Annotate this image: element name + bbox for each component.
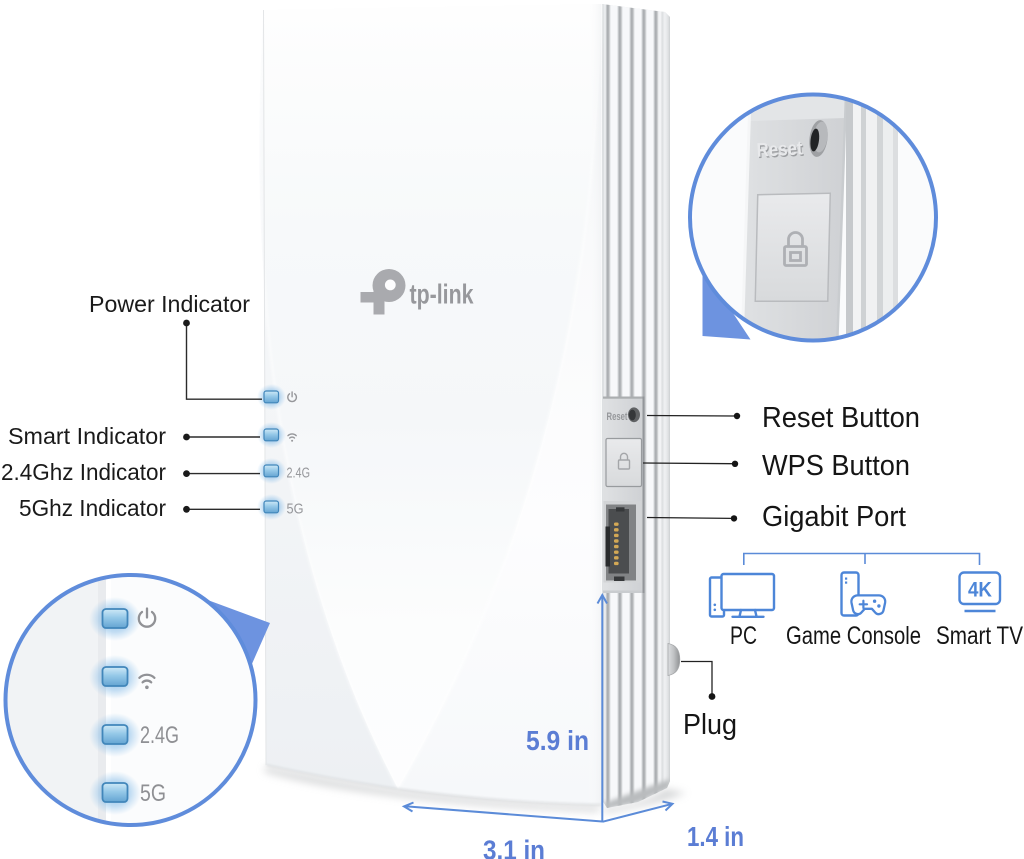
svg-text:Reset: Reset — [757, 139, 805, 163]
svg-text:2.4G: 2.4G — [287, 466, 311, 482]
svg-text:2.4Ghz Indicator: 2.4Ghz Indicator — [1, 459, 166, 485]
svg-text:tp-link: tp-link — [410, 279, 474, 310]
svg-text:1.4 in: 1.4 in — [687, 821, 744, 852]
svg-text:5G: 5G — [140, 780, 166, 807]
svg-text:5G: 5G — [287, 502, 304, 518]
svg-text:WPS Button: WPS Button — [762, 450, 910, 482]
svg-text:Smart Indicator: Smart Indicator — [8, 423, 166, 449]
svg-text:5Ghz Indicator: 5Ghz Indicator — [19, 495, 166, 521]
svg-text:3.1 in: 3.1 in — [483, 835, 545, 859]
svg-text:Smart TV: Smart TV — [936, 622, 1023, 650]
svg-text:Reset: Reset — [756, 137, 804, 161]
svg-text:Reset Button: Reset Button — [762, 402, 920, 434]
svg-text:Game Console: Game Console — [786, 622, 921, 650]
svg-text:2.4G: 2.4G — [140, 722, 179, 749]
svg-text:5.9 in: 5.9 in — [526, 725, 589, 756]
svg-text:Plug: Plug — [683, 709, 737, 741]
svg-text:Gigabit Port: Gigabit Port — [762, 501, 906, 533]
svg-text:Reset: Reset — [607, 411, 628, 423]
svg-text:Power Indicator: Power Indicator — [89, 291, 250, 317]
svg-text:PC: PC — [730, 622, 757, 650]
svg-text:4K: 4K — [968, 579, 992, 602]
